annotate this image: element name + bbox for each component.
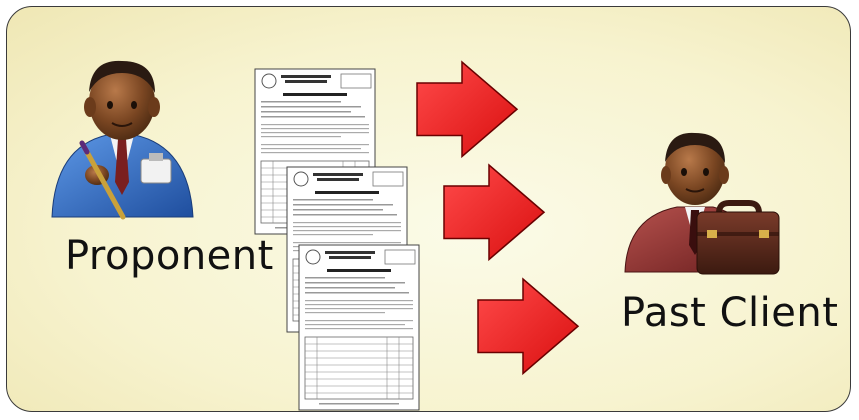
proponent-person-icon bbox=[51, 60, 194, 220]
arrow-right-icon bbox=[477, 278, 579, 375]
briefcase-icon bbox=[696, 200, 780, 275]
arrow-right-icon bbox=[416, 61, 518, 158]
past-client-label: Past Client bbox=[621, 290, 839, 336]
survey-document-icon bbox=[298, 244, 420, 411]
diagram-frame: Proponent Past Client bbox=[6, 6, 851, 412]
arrow-right-icon bbox=[443, 164, 545, 261]
diagram-canvas bbox=[51, 60, 780, 411]
proponent-label: Proponent bbox=[65, 233, 274, 279]
